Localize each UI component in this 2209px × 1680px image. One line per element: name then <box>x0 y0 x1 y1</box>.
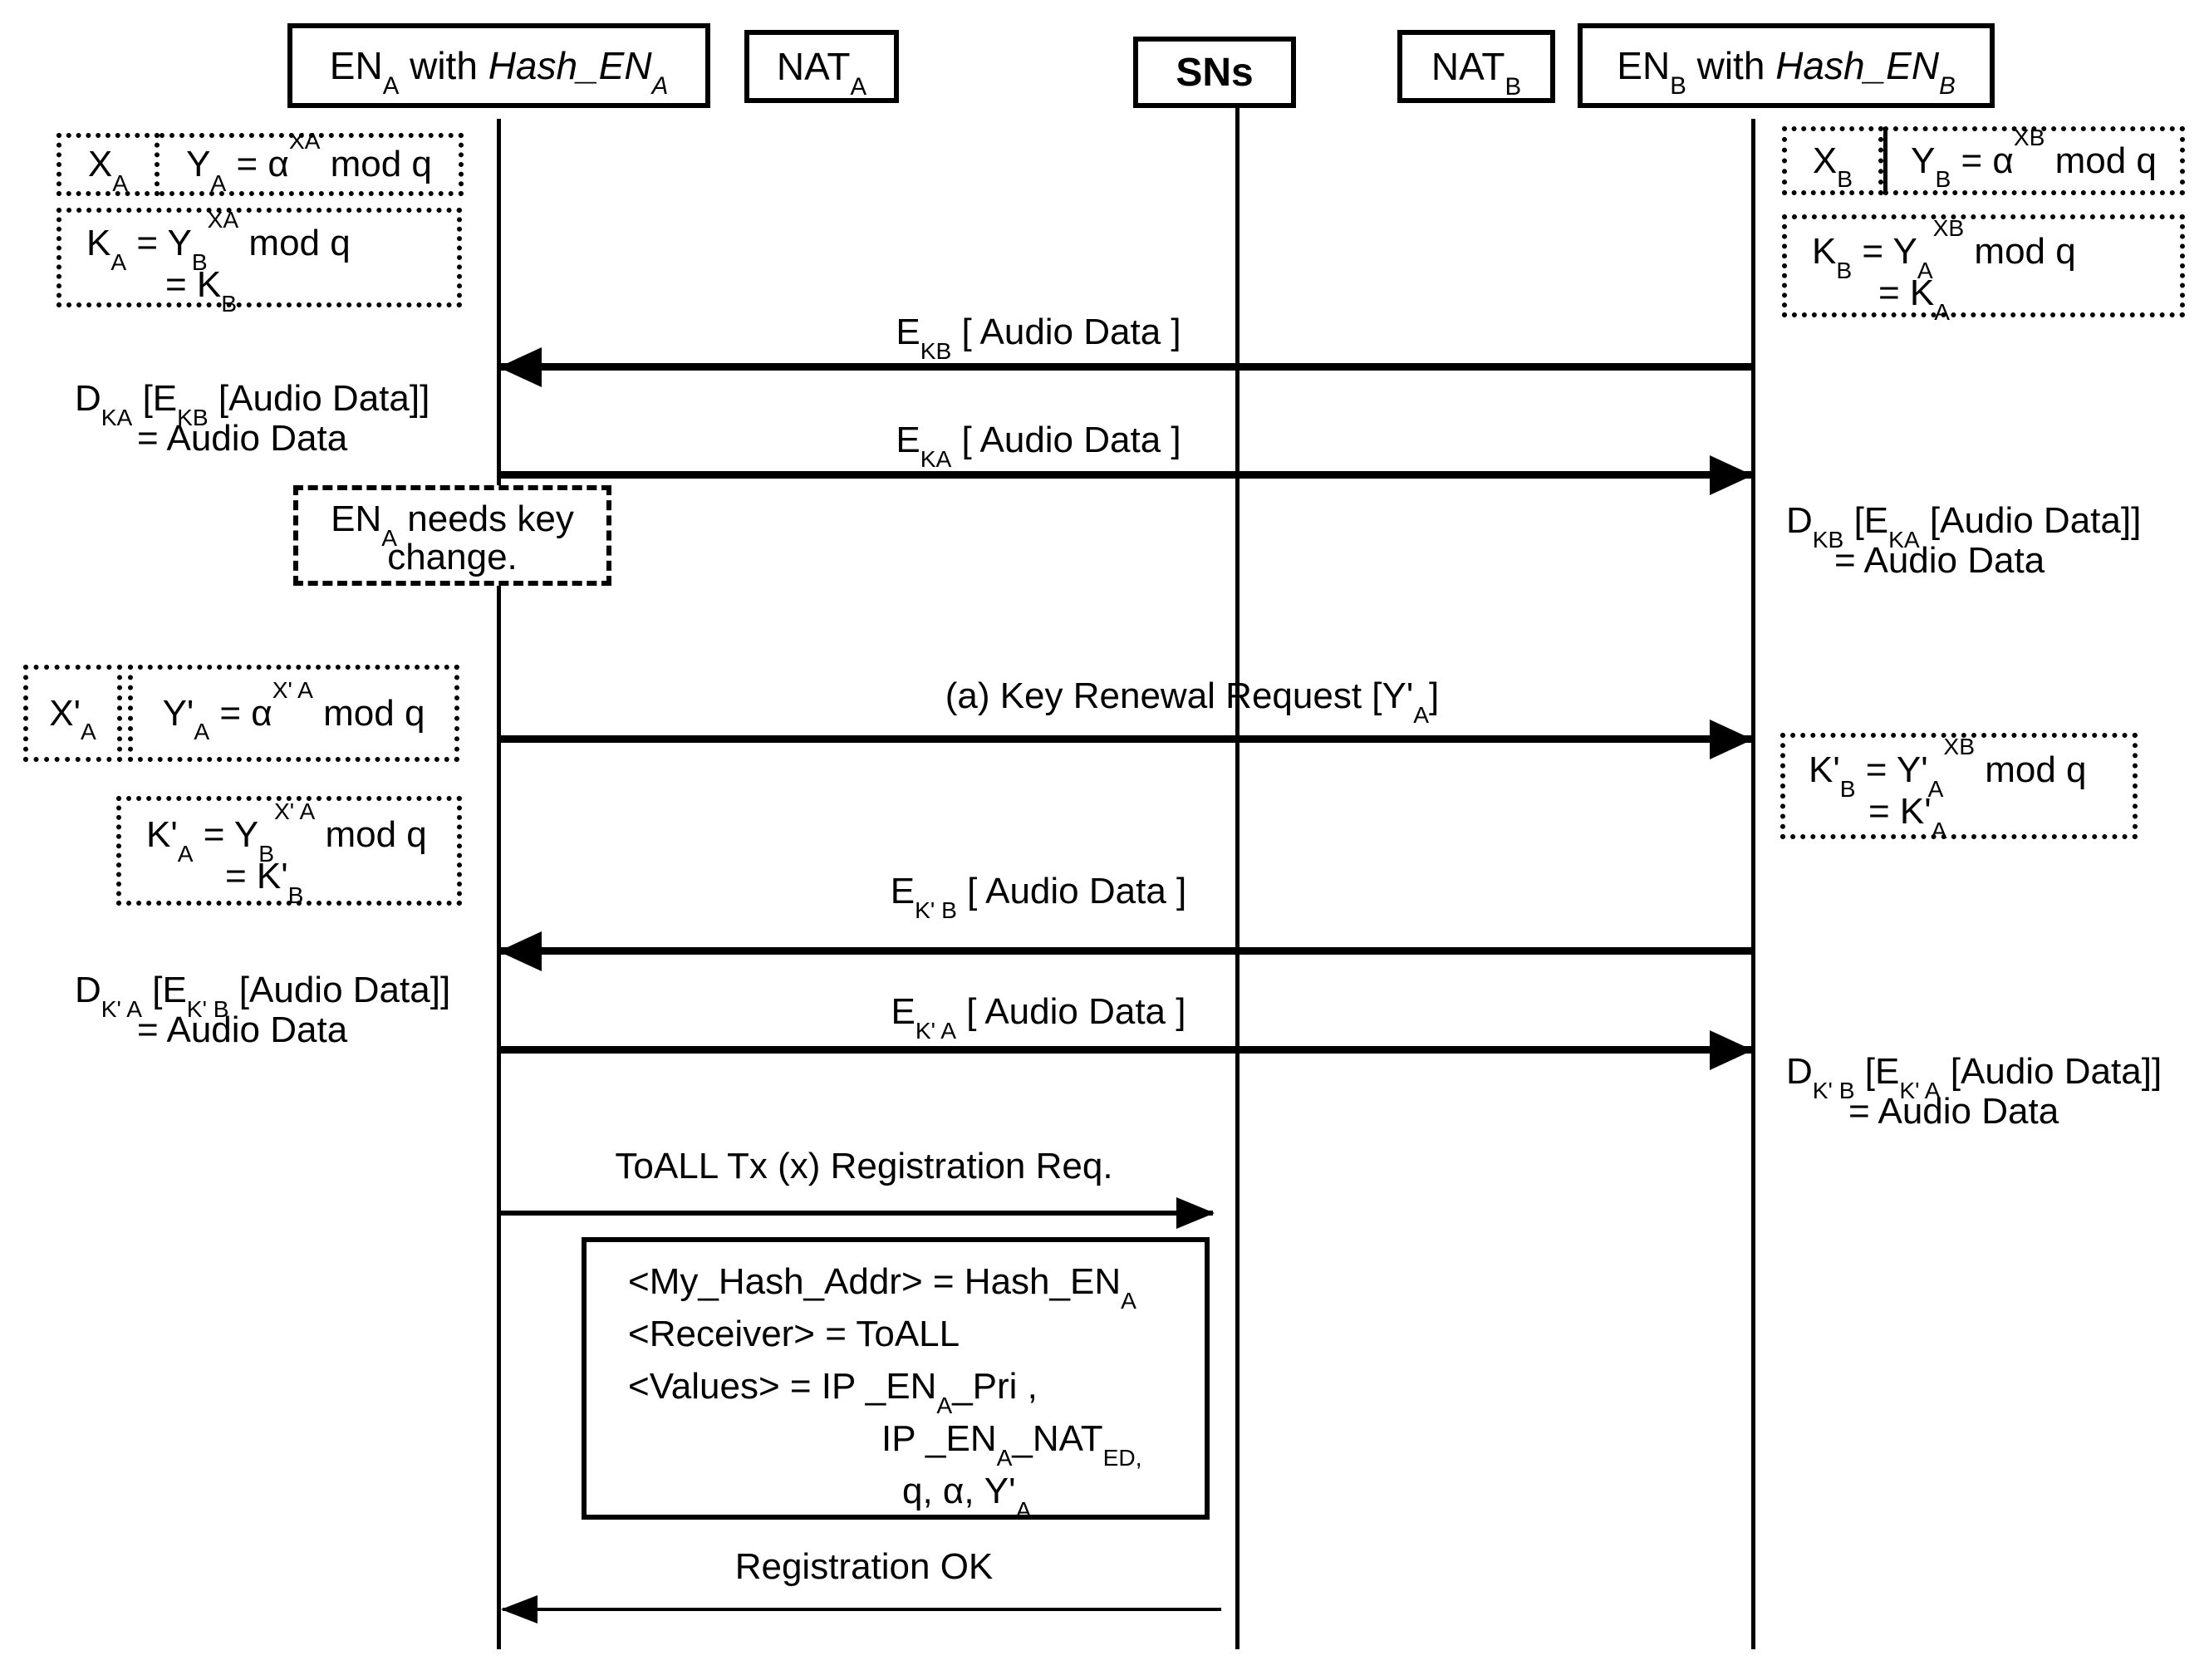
actor-label-en-b: ENB with Hash_ENB <box>1617 44 1956 101</box>
xa-value: XA <box>87 144 129 196</box>
registration-line3: <Values> = IP _ENA_Pri , <box>628 1366 1038 1418</box>
param-box-y-new-a: Y'A = αX' A mod q <box>128 665 459 762</box>
message-label-key-renewal: (a) Key Renewal Request [Y'A] <box>901 675 1483 728</box>
note-line2: change. <box>387 537 518 577</box>
message-arrow-key-renewal <box>500 719 1753 759</box>
ka-equation-line2: = KB <box>165 264 238 317</box>
arrowhead-left-icon <box>501 1595 538 1624</box>
decrypt-a1-line2: = Audio Data <box>137 418 348 459</box>
registration-line1: <My_Hash_Addr> = Hash_ENA <box>628 1261 1136 1314</box>
decrypt-note-b1: DKB [EKA [Audio Data]] = Audio Data <box>1786 501 2141 581</box>
decrypt-b1-line1: DKB [EKA [Audio Data]] <box>1786 500 2142 553</box>
x-new-a-value: X'A <box>49 692 96 745</box>
actor-label-en-a: ENA with Hash_ENA <box>329 44 669 101</box>
decrypt-a1-line1: DKA [EKB [Audio Data]] <box>75 378 430 430</box>
message-label-audio-new-to-b: EK' A [ Audio Data ] <box>789 990 1288 1044</box>
ya-equation: YA = αXA mod q <box>186 128 432 196</box>
decrypt-b2-line2: = Audio Data <box>1848 1091 2059 1132</box>
decrypt-note-a2: DK' A [EK' B [Audio Data]] = Audio Data <box>75 970 450 1050</box>
audio-to-b-text: EKA [ Audio Data ] <box>896 420 1181 472</box>
param-box-k-new-a: K'A = YBX' A mod q = K'B <box>116 796 462 906</box>
registration-ok-text: Registration OK <box>734 1546 994 1587</box>
arrowhead-right-icon <box>1176 1197 1215 1229</box>
xb-value: XB <box>1812 140 1853 193</box>
arrowhead-right-icon <box>1710 454 1753 495</box>
decrypt-b1-line2: = Audio Data <box>1834 540 2045 581</box>
actor-box-nat-a: NATA <box>744 30 899 103</box>
k-new-b-line1: K'B = Y'AXB mod q <box>1809 734 2087 802</box>
registration-req-text: ToALL Tx (x) Registration Req. <box>615 1146 1113 1186</box>
param-box-yb: YB = αXB mod q <box>1883 124 2185 195</box>
kb-equation-line1: KB = YAXB mod q <box>1812 215 2076 283</box>
arrowhead-right-icon <box>1710 719 1753 759</box>
audio-to-a-text: EKB [ Audio Data ] <box>896 312 1181 364</box>
message-arrow-registration-req <box>500 1197 1215 1229</box>
decrypt-a2-line2: = Audio Data <box>137 1009 348 1050</box>
ka-equation-line1: KA = YBXA mod q <box>86 207 351 275</box>
audio-new-to-b-text: EK' A [ Audio Data ] <box>891 991 1186 1044</box>
arrowhead-left-icon <box>498 931 542 971</box>
lifeline-en-a <box>497 119 501 1649</box>
param-box-x-new-a: X'A <box>23 665 122 762</box>
message-arrow-audio-to-b <box>500 454 1753 495</box>
message-label-registration-req: ToALL Tx (x) Registration Req. <box>515 1145 1213 1188</box>
param-box-ka: KA = YBXA mod q = KB <box>56 207 462 317</box>
message-arrow-audio-new-to-b <box>500 1029 1753 1070</box>
message-arrow-registration-ok <box>501 1595 1221 1624</box>
param-box-xa: XA <box>56 133 160 196</box>
lifeline-en-b <box>1751 119 1755 1649</box>
arrowhead-right-icon <box>1710 1029 1753 1070</box>
decrypt-note-b2: DK' B [EK' A [Audio Data]] = Audio Data <box>1786 1052 2162 1132</box>
k-new-a-line1: K'A = YBX' A mod q <box>146 798 427 867</box>
note-line1: ENA needs key <box>331 499 574 551</box>
audio-new-to-a-text: EK' B [ Audio Data ] <box>890 871 1187 923</box>
param-box-xb: XB <box>1782 126 1883 195</box>
arrowhead-left-icon <box>498 346 542 387</box>
actor-box-en-a: ENA with Hash_ENA <box>287 23 710 108</box>
decrypt-note-a1: DKA [EKB [Audio Data]] = Audio Data <box>75 379 430 459</box>
message-label-registration-ok: Registration OK <box>515 1545 1213 1589</box>
decrypt-a2-line1: DK' A [EK' B [Audio Data]] <box>75 970 451 1022</box>
lifeline-sns <box>1235 108 1239 1649</box>
actor-box-en-b: ENB with Hash_ENB <box>1578 23 1995 108</box>
registration-line5: q, α, Y'A <box>902 1471 1032 1523</box>
message-arrow-audio-new-to-a <box>498 931 1751 971</box>
message-label-audio-to-a: EKB [ Audio Data ] <box>789 311 1288 364</box>
kb-equation-line2: = KA <box>1878 273 1951 325</box>
registration-line2: <Receiver> = ToALL <box>628 1314 960 1354</box>
param-box-k-new-b: K'B = Y'AXB mod q = K'A <box>1780 733 2138 843</box>
registration-details-box: <My_Hash_Addr> = Hash_ENA <Receiver> = T… <box>582 1237 1210 1523</box>
message-label-audio-to-b: EKA [ Audio Data ] <box>789 419 1288 472</box>
decrypt-b2-line1: DK' B [EK' A [Audio Data]] <box>1786 1051 2162 1103</box>
k-new-a-line2: = K'B <box>225 856 304 908</box>
actor-box-sns: SNs <box>1133 37 1296 108</box>
actor-label-sns: SNs <box>1176 50 1254 95</box>
param-box-kb: KB = YAXB mod q = KA <box>1782 214 2185 325</box>
k-new-b-line2: = K'A <box>1868 791 1947 843</box>
message-label-audio-new-to-a: EK' B [ Audio Data ] <box>789 870 1288 923</box>
note-box-key-change: ENA needs key change. <box>293 485 611 586</box>
actor-label-nat-a: NATA <box>776 45 867 101</box>
key-renewal-text: (a) Key Renewal Request [Y'A] <box>945 675 1440 728</box>
yb-equation: YB = αXB mod q <box>1911 124 2157 193</box>
message-arrow-audio-to-a <box>498 346 1751 387</box>
actor-box-nat-b: NATB <box>1397 30 1555 103</box>
actor-label-nat-b: NATB <box>1431 45 1522 101</box>
param-box-ya: YA = αXA mod q <box>160 128 464 196</box>
y-new-a-equation: Y'A = αX' A mod q <box>162 676 425 745</box>
registration-line4: IP _ENA_NATED, <box>881 1418 1142 1471</box>
